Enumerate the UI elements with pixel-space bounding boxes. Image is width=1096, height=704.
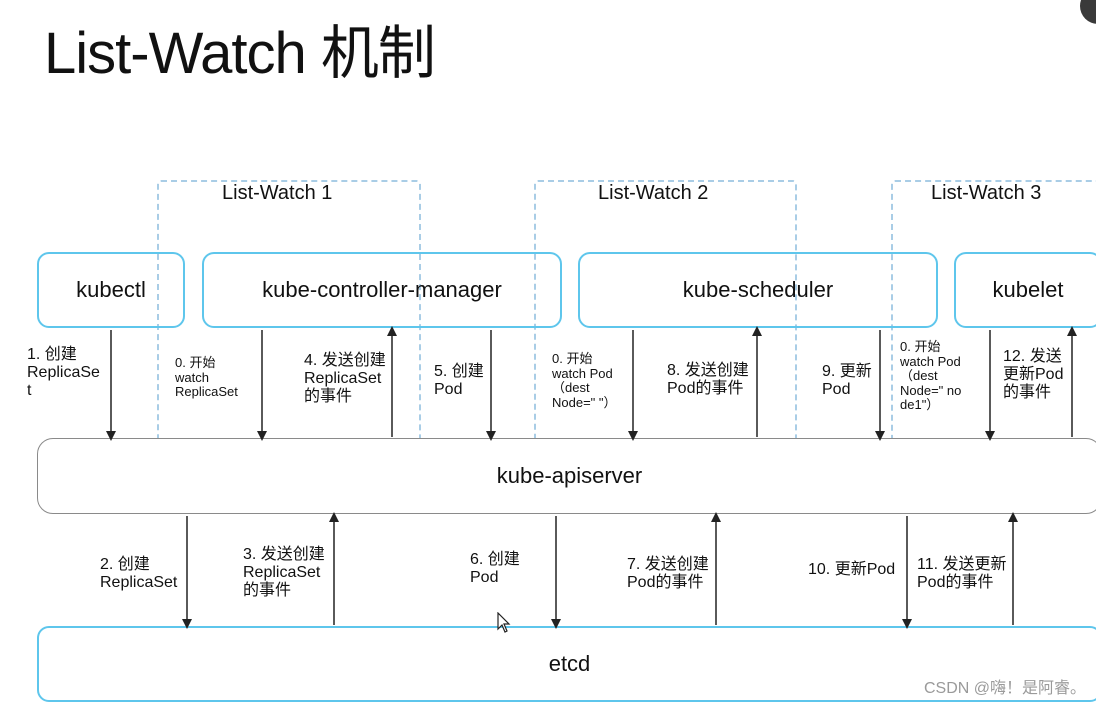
label-2-create-replicaset: 2. 创建 ReplicaSet [100, 556, 178, 591]
window-corner-dot [1080, 0, 1096, 24]
watermark: CSDN @嗨！是阿睿。 [923, 680, 1086, 697]
label-4-replicaset-event: 4. 发送创建 ReplicaSet 的事件 [304, 352, 386, 405]
label-0-watch-pod-scheduler: 0. 开始 watch Pod （dest Node=" "） [552, 351, 617, 410]
label-0-watch-replicaset: 0. 开始 watch ReplicaSet [175, 355, 238, 400]
page-title: List-Watch 机制 [44, 21, 436, 86]
label-6-create-pod: 6. 创建 Pod [470, 551, 520, 586]
label-3-replicaset-event: 3. 发送创建 ReplicaSet 的事件 [243, 546, 325, 599]
kubelet-label: kubelet [992, 277, 1064, 302]
etcd-box: etcd [37, 626, 1096, 702]
scheduler-label: kube-scheduler [682, 277, 834, 302]
label-10-update-pod: 10. 更新Pod [808, 561, 896, 578]
label-5-create-pod: 5. 创建 Pod [434, 363, 484, 398]
label-7-pod-created-event: 7. 发送创建 Pod的事件 [627, 556, 709, 591]
list-watch-3-label: List-Watch 3 [931, 182, 1042, 204]
apiserver-label: kube-apiserver [496, 463, 643, 488]
label-11-pod-updated-event: 11. 发送更新 Pod的事件 [917, 556, 1007, 591]
apiserver-box: kube-apiserver [37, 438, 1096, 514]
label-1-create-replicaset: 1. 创建 ReplicaSe t [27, 346, 100, 399]
kubelet-box: kubelet [954, 252, 1096, 328]
etcd-label: etcd [548, 651, 591, 676]
controller-manager-label: kube-controller-manager [262, 277, 502, 302]
label-12-pod-updated-event: 12. 发送 更新Pod 的事件 [1003, 348, 1064, 401]
kubectl-label: kubectl [76, 277, 146, 302]
label-9-update-pod: 9. 更新 Pod [822, 363, 872, 398]
label-0-watch-pod-kubelet: 0. 开始 watch Pod （dest Node=" no de1"） [900, 339, 962, 413]
list-watch-2-label: List-Watch 2 [598, 182, 709, 204]
controller-manager-box: kube-controller-manager [202, 252, 562, 328]
list-watch-1-label: List-Watch 1 [222, 182, 333, 204]
kubectl-box: kubectl [37, 252, 185, 328]
label-8-pod-created-event: 8. 发送创建 Pod的事件 [667, 362, 749, 397]
mouse-cursor-icon [497, 612, 511, 633]
